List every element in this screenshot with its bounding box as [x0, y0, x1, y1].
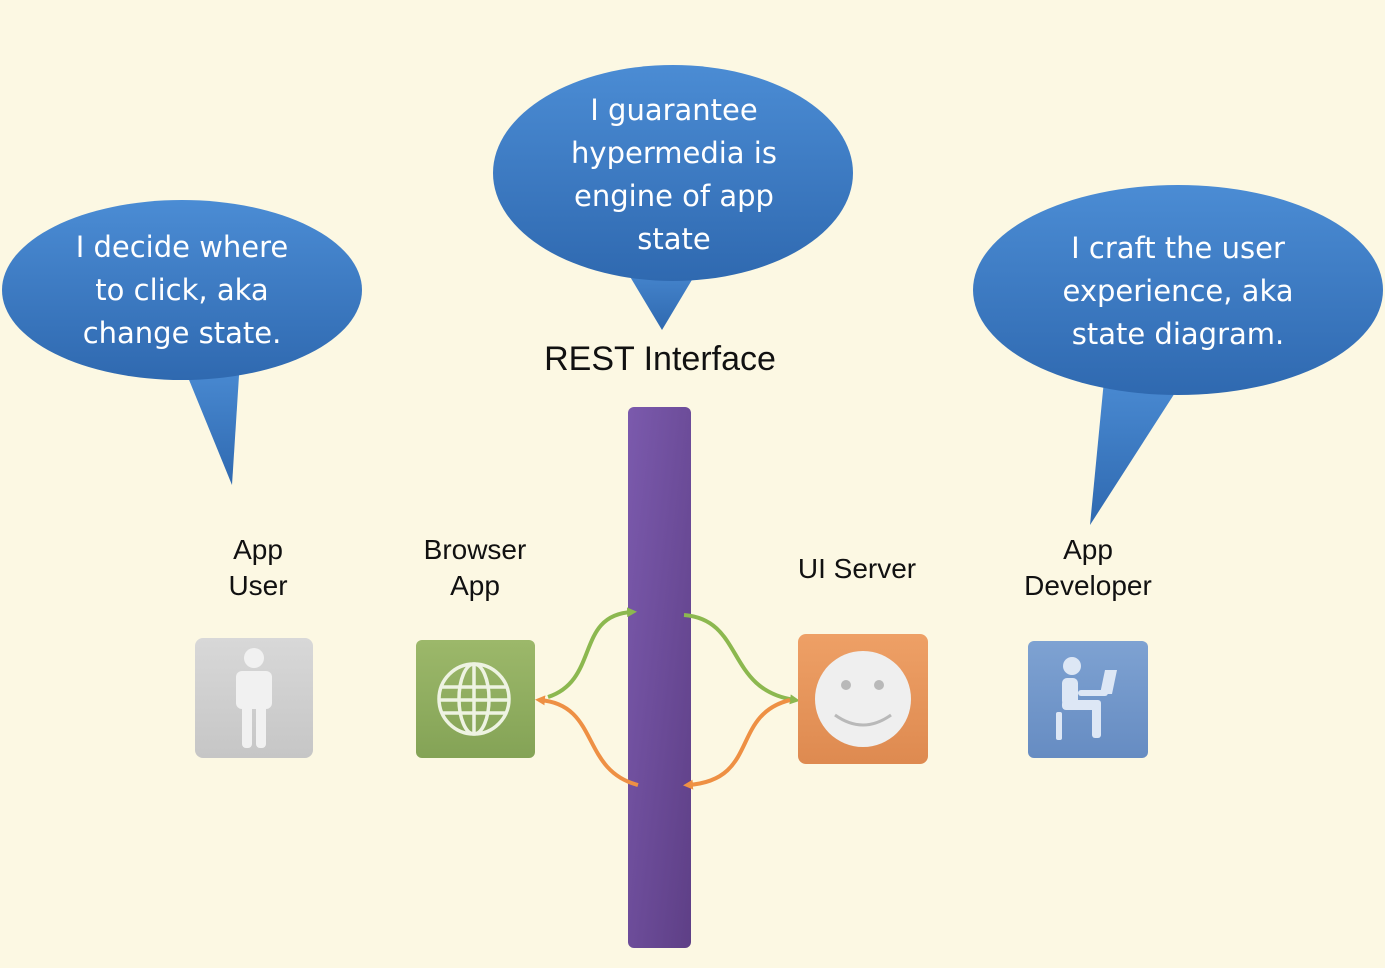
label-line: UI Server	[797, 553, 917, 584]
label-browser-app: Browser App	[395, 532, 555, 604]
bubble-line: experience, aka	[1062, 274, 1294, 308]
rest-interface-bar	[628, 407, 691, 948]
response-arrow-interface-to-browser	[535, 695, 639, 787]
label-line: App	[1063, 534, 1113, 565]
label-app-user: App User	[178, 532, 338, 604]
person-icon	[195, 638, 313, 758]
bubble-line: I craft the user	[1071, 231, 1285, 265]
globe-icon	[416, 640, 535, 758]
request-arrow-browser-to-interface	[547, 607, 637, 699]
smiley-face-icon	[798, 634, 928, 764]
label-app-developer: App Developer	[993, 532, 1183, 604]
bubble-text-app-developer: I craft the user experience, aka state d…	[1028, 227, 1328, 356]
label-line: User	[228, 570, 288, 601]
response-arrow-server-to-interface	[683, 698, 791, 790]
request-arrow-interface-to-server	[683, 613, 800, 705]
bubble-text-rest-interface: I guarantee hypermedia is engine of app …	[524, 89, 824, 261]
label-ui-server: UI Server	[772, 551, 942, 587]
speech-bubble-app-developer	[973, 185, 1383, 525]
bubble-text-app-user: I decide where to click, aka change stat…	[32, 226, 332, 355]
label-line: Browser	[423, 534, 527, 565]
developer-at-laptop-icon	[1028, 641, 1148, 758]
bubble-line: engine of app	[574, 179, 774, 213]
speech-bubble-app-user	[2, 200, 362, 485]
bubble-line: to click, aka	[95, 273, 269, 307]
bubble-line: hypermedia is	[571, 136, 777, 170]
bubble-line: I guarantee	[590, 93, 758, 127]
bubble-line: change state.	[82, 316, 282, 350]
bubble-line: state	[637, 222, 711, 256]
bubble-line: state diagram.	[1071, 317, 1285, 351]
label-line: App	[233, 534, 283, 565]
rest-interface-title: REST Interface	[544, 340, 776, 378]
bubble-line: I decide where	[75, 230, 289, 264]
label-line: App	[450, 570, 500, 601]
speech-bubble-rest-interface	[493, 65, 853, 330]
label-line: Developer	[1024, 570, 1152, 601]
